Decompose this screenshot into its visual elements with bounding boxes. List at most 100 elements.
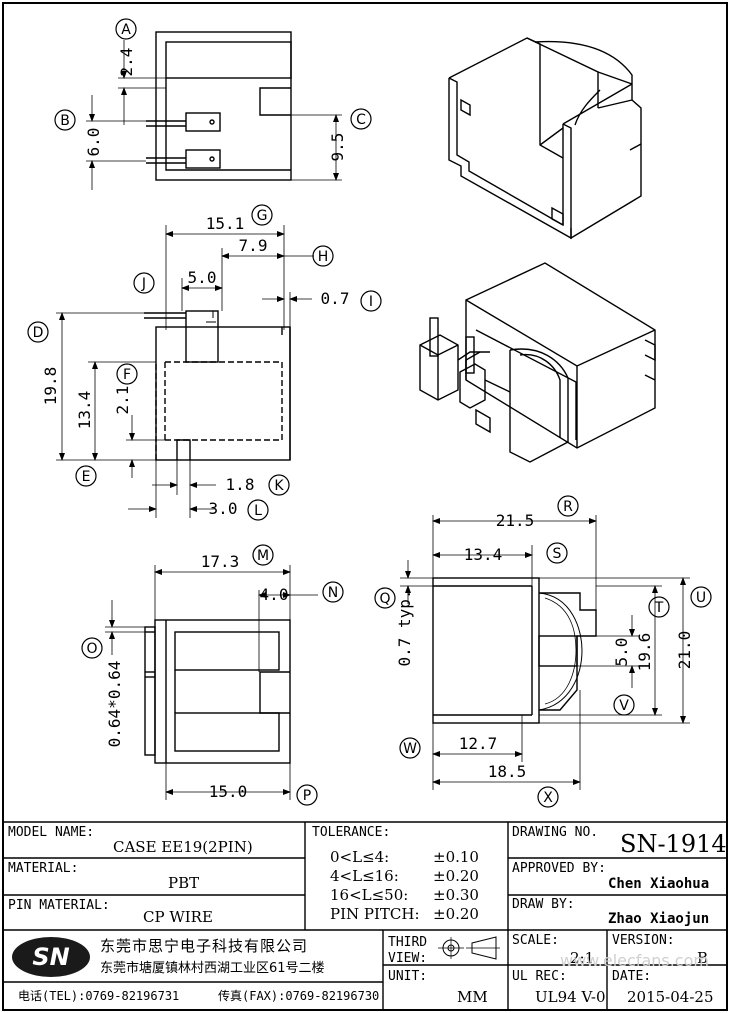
svg-text:A: A	[121, 22, 131, 38]
dim-j: 5.0	[188, 268, 217, 287]
balloon-f: F	[116, 363, 138, 385]
third-view-label: THIRD VIEW:	[388, 935, 428, 966]
company-fax: 传真(FAX):0769-82196730	[218, 989, 380, 1003]
tol-range-2: 16<L≤50:	[330, 886, 409, 904]
scale-value: 2:1	[570, 949, 595, 967]
balloon-s: S	[546, 542, 568, 564]
dim-q: 0.7 typ.	[395, 589, 414, 666]
svg-text:D: D	[33, 325, 44, 341]
dim-t: 5.0	[612, 638, 631, 667]
balloon-b: B	[54, 109, 76, 131]
ul-rec-value: UL94 V-0	[535, 988, 606, 1006]
date-value: 2015-04-25	[627, 988, 714, 1006]
svg-text:N: N	[328, 585, 338, 601]
svg-text:H: H	[318, 249, 329, 265]
date-label: DATE:	[612, 969, 652, 984]
dim-f2: 2.1	[113, 386, 132, 415]
dim-b: 6.0	[84, 128, 103, 157]
draw-by-label: DRAW BY:	[512, 897, 575, 912]
view-top-left	[86, 31, 342, 190]
svg-text:U: U	[696, 590, 706, 606]
version-label: VERSION:	[612, 933, 675, 948]
balloon-g: G	[251, 204, 273, 226]
balloon-o: O	[81, 637, 103, 659]
balloon-k: K	[268, 474, 290, 496]
dim-g: 15.1	[206, 214, 245, 233]
balloon-j: J	[133, 272, 155, 294]
svg-text:R: R	[563, 499, 573, 515]
balloon-w: W	[399, 737, 421, 759]
model-name-value: CASE EE19(2PIN)	[113, 838, 253, 856]
dim-d: 19.8	[41, 367, 60, 406]
balloon-e: E	[75, 465, 97, 487]
balloon-d: D	[27, 321, 49, 343]
svg-text:E: E	[82, 469, 91, 485]
tol-range-0: 0<L≤4:	[330, 848, 390, 866]
balloon-t: T	[648, 596, 670, 618]
dim-h: 7.9	[239, 236, 268, 255]
view-bottom-left	[105, 565, 318, 800]
svg-text:G: G	[257, 208, 268, 224]
balloon-q: Q	[374, 587, 396, 609]
logo-text: SN	[32, 943, 70, 971]
drawing-no-label: DRAWING NO.	[512, 825, 599, 840]
dim-i: 0.7	[321, 289, 350, 308]
tol-range-3: PIN PITCH:	[330, 905, 420, 923]
svg-text:V: V	[619, 698, 629, 714]
draw-by-value: Zhao Xiaojun	[608, 911, 710, 927]
balloon-a: A	[115, 18, 137, 40]
view-middle-left	[56, 225, 314, 518]
dim-o: 0.64*0.64	[105, 661, 124, 748]
dim-k: 1.8	[226, 475, 255, 494]
tol-value-1: ±0.20	[433, 867, 479, 885]
title-block-frame	[3, 821, 727, 1010]
scale-label: SCALE:	[512, 933, 559, 948]
svg-text:T: T	[654, 600, 664, 616]
isometric-top	[448, 37, 642, 240]
balloon-m: M	[252, 544, 274, 566]
isometric-bottom	[419, 262, 656, 463]
balloon-u: U	[690, 586, 712, 608]
dim-l: 3.0	[209, 499, 238, 518]
model-name-label: MODEL NAME:	[8, 825, 95, 840]
svg-text:X: X	[543, 790, 553, 806]
svg-text:B: B	[60, 113, 70, 129]
company-logo: SN	[12, 937, 90, 977]
watermark: www.elecfans.com	[560, 951, 709, 970]
dim-f: 13.4	[75, 391, 94, 430]
company-name: 东莞市思宁电子科技有限公司	[100, 937, 309, 955]
company-address: 东莞市塘厦镇林村西湖工业区61号二楼	[100, 961, 325, 976]
tol-value-2: ±0.30	[433, 886, 479, 904]
svg-text:W: W	[403, 741, 417, 757]
approved-by-label: APPROVED BY:	[512, 861, 606, 876]
balloon-r: R	[557, 495, 579, 517]
balloon-l: L	[247, 499, 269, 521]
version-value: B	[697, 949, 709, 967]
drawing-no-value: SN-1914	[620, 830, 727, 858]
balloon-h: H	[312, 245, 334, 267]
svg-text:L: L	[254, 503, 262, 519]
svg-text:S: S	[553, 546, 562, 562]
dim-n: 4.0	[260, 585, 289, 604]
dim-u: 21.0	[675, 631, 694, 670]
balloon-i: I	[360, 290, 382, 312]
dim-x: 18.5	[488, 762, 527, 781]
approved-by-value: Chen Xiaohua	[608, 876, 710, 892]
svg-text:M: M	[257, 548, 269, 564]
balloon-x: X	[537, 786, 559, 808]
svg-text:C: C	[356, 112, 366, 128]
unit-value: MM	[457, 988, 488, 1006]
svg-text:P: P	[303, 788, 311, 804]
dim-p: 15.0	[209, 782, 248, 801]
balloon-c: C	[350, 108, 372, 130]
pin-material-label: PIN MATERIAL:	[8, 898, 110, 913]
svg-text:I: I	[369, 294, 373, 310]
svg-text:Q: Q	[379, 591, 390, 607]
third-angle-icon	[438, 936, 500, 960]
svg-text:F: F	[123, 367, 131, 383]
material-label: MATERIAL:	[8, 861, 79, 876]
dim-s: 13.4	[464, 545, 503, 564]
ul-rec-label: UL REC:	[512, 969, 567, 984]
company-tel: 电话(TEL):0769-82196731	[18, 989, 180, 1003]
